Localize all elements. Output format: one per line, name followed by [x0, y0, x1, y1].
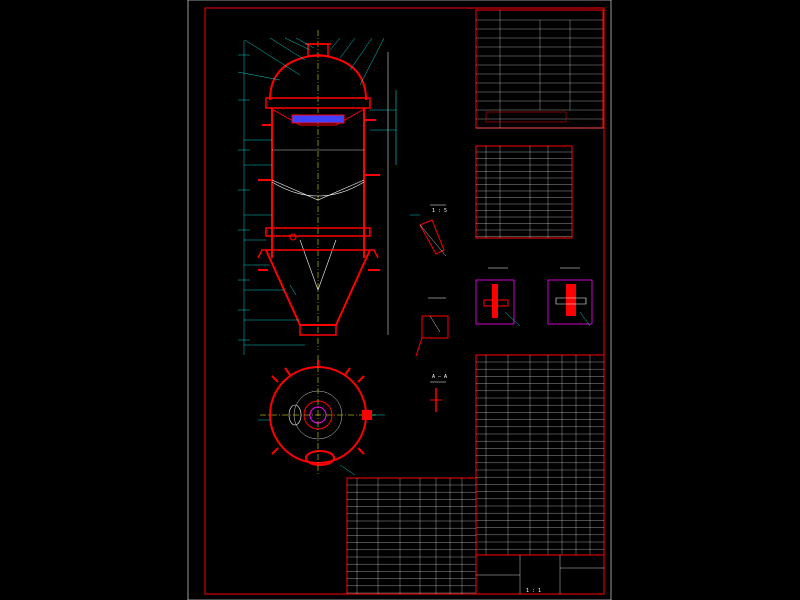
- detail-a: 1 : 5: [410, 204, 447, 257]
- outer-frame: [187, 0, 612, 600]
- title-block: 1 : 1: [475, 554, 605, 595]
- vessel-plan-view: [258, 355, 385, 476]
- design-data-table: [475, 9, 604, 129]
- section-aa-label: A — A: [432, 374, 447, 380]
- vessel-elevation: [237, 30, 397, 355]
- flange-detail-left: [475, 267, 521, 327]
- parts-list-left: [346, 477, 477, 595]
- detail-a-label: 1 : 5: [432, 208, 447, 214]
- detail-b: [415, 297, 449, 357]
- parts-list-right: [475, 354, 605, 556]
- flange-detail-right: [547, 267, 593, 327]
- detail-section-aa: A — A: [430, 374, 447, 412]
- nozzle-table: [475, 145, 573, 239]
- title-block-scale: 1 : 1: [526, 588, 541, 594]
